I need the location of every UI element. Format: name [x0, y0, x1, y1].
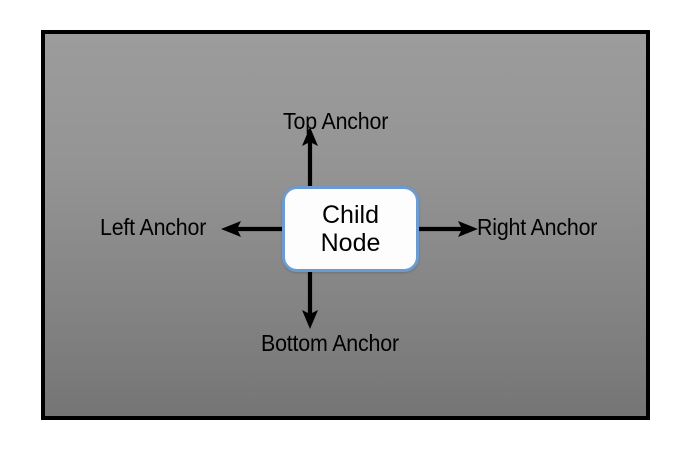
diagram-surface: Child Node Top Anchor Right Anchor Botto…: [45, 34, 646, 416]
label-top-anchor: Top Anchor: [283, 108, 389, 134]
arrow-down-bottom-anchor: [302, 270, 318, 329]
label-left-anchor: Left Anchor: [99, 214, 206, 240]
child-node-label-line2: Node: [320, 229, 381, 257]
arrow-right-right-anchor: [417, 221, 478, 237]
diagram-frame: Child Node Top Anchor Right Anchor Botto…: [41, 30, 650, 420]
child-node-label-line1: Child: [322, 200, 379, 229]
arrow-left-left-anchor: [221, 221, 285, 237]
label-bottom-anchor: Bottom Anchor: [261, 330, 399, 356]
arrow-up-top-anchor: [302, 127, 318, 188]
child-node[interactable]: Child Node: [282, 186, 419, 272]
label-right-anchor: Right Anchor: [477, 214, 598, 240]
